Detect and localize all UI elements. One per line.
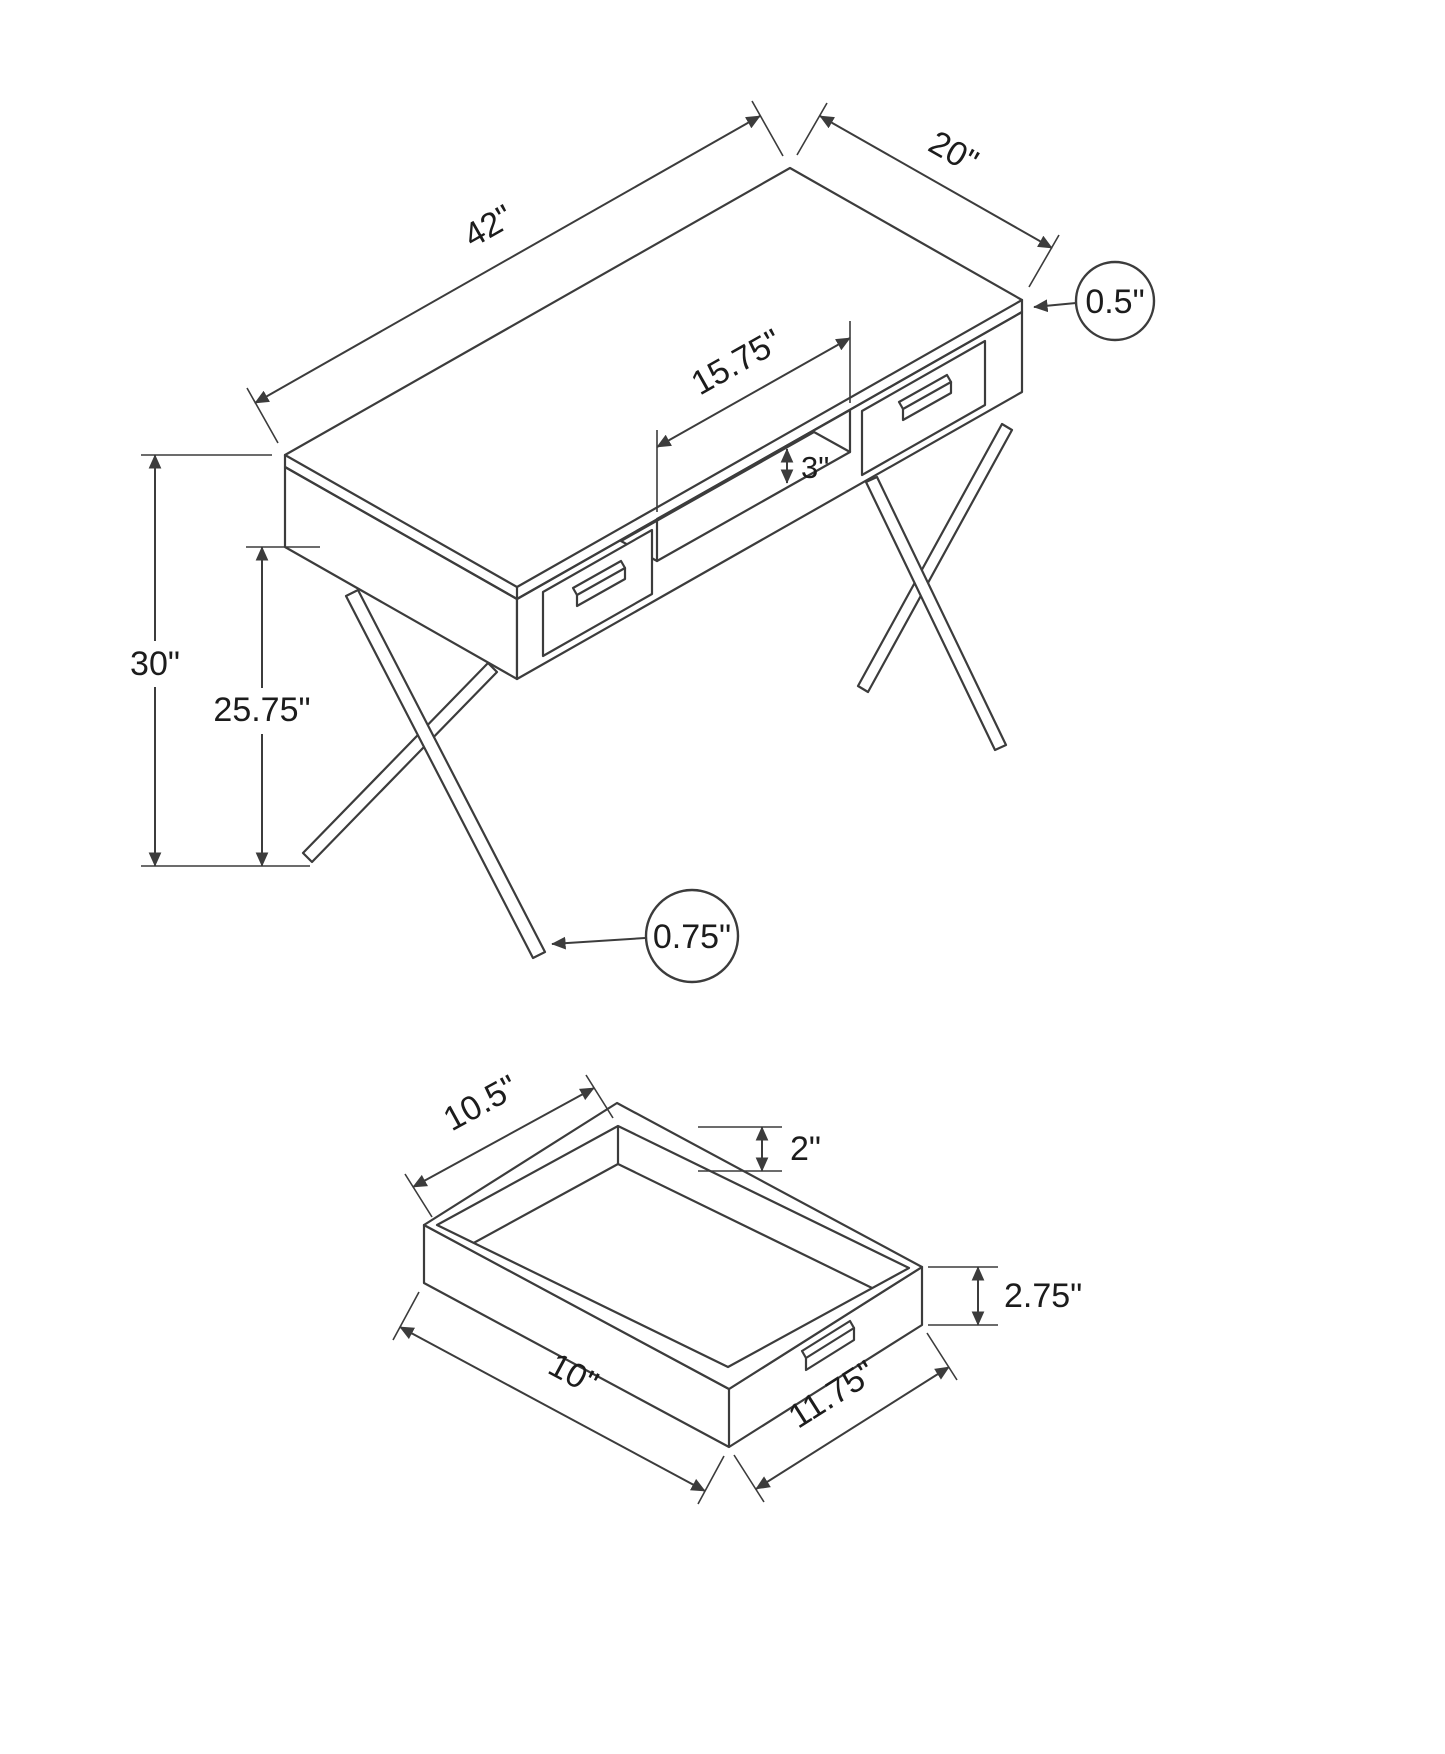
drawer-inner-width-label: 10.5" <box>437 1068 524 1139</box>
desk-leg-height-dimension: 25.75" <box>213 546 320 867</box>
drawer-inner-depth-label: 2" <box>790 1130 821 1168</box>
extension-lines <box>141 454 310 867</box>
desk-shelf-height-dimension: 3" <box>780 448 829 485</box>
extension-lines <box>404 1074 614 1218</box>
drawer-handle <box>800 1319 856 1372</box>
callout-circle <box>644 888 740 984</box>
desk-overall-height-dimension: 30" <box>130 454 310 867</box>
drawer-outer-height-dimension: 2.75" <box>928 1266 1082 1326</box>
desk-depth-label: 20" <box>922 124 984 182</box>
desk-leg-right-back <box>856 422 1014 694</box>
desk-drawer-handle-left <box>571 559 627 608</box>
desk-leg-left-back <box>301 661 499 864</box>
extension-lines <box>392 1291 725 1505</box>
desk-leg-height-label: 25.75" <box>213 691 310 729</box>
handle-face <box>804 1326 856 1372</box>
desk-leg-tube-label: 0.75" <box>653 918 731 956</box>
handle-edges <box>571 559 627 597</box>
drawer-inner-depth-dimension: 2" <box>698 1126 821 1172</box>
leader-arrow <box>551 936 646 950</box>
desk-shelf-height-label: 3" <box>801 450 829 485</box>
handle-face <box>575 566 627 608</box>
extension-lines <box>733 1332 958 1503</box>
desk-leg-tube-callout: 0.75" <box>551 888 740 984</box>
dimension-line <box>254 115 761 404</box>
handle-face <box>901 380 953 422</box>
extension-ticks <box>928 1266 998 1326</box>
dimension-line <box>755 1366 950 1490</box>
desk-length-label: 42" <box>457 198 519 256</box>
desk-top-thickness-label: 0.5" <box>1085 283 1144 321</box>
extension-lines <box>246 100 784 444</box>
dimension-line <box>656 337 851 448</box>
desk-leg-right-front <box>864 475 1008 752</box>
desk-legs <box>301 422 1014 960</box>
handle-edges <box>897 373 953 411</box>
callout-circle <box>1074 260 1156 342</box>
dimension-line <box>412 1087 595 1188</box>
desk-leg-left-front <box>344 588 547 960</box>
desk-overall-height-label: 30" <box>130 645 180 683</box>
extension-lines <box>796 102 1060 288</box>
drawer-outer-height-label: 2.75" <box>1004 1277 1082 1315</box>
dimension-line <box>399 1326 706 1492</box>
desk-top-thickness-callout: 0.5" <box>1033 260 1156 342</box>
desk-drawer-handle-right <box>897 373 953 422</box>
handle-edges <box>800 1319 856 1360</box>
leader-arrow <box>1033 299 1077 313</box>
desk-isometric-view <box>283 166 1024 960</box>
dimension-line <box>819 115 1053 249</box>
